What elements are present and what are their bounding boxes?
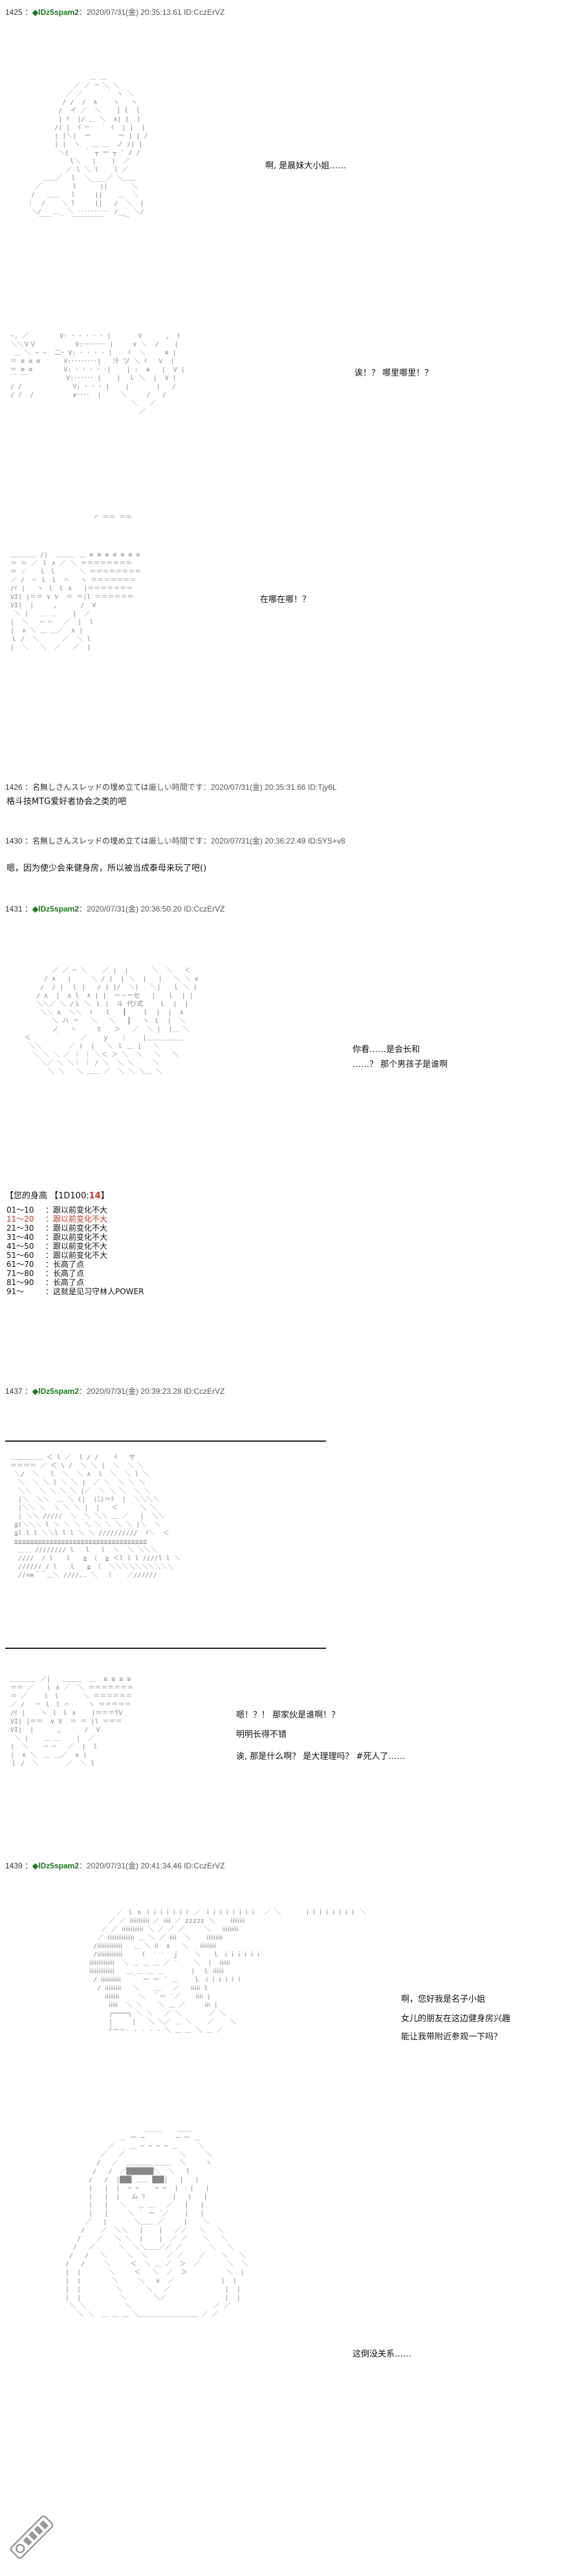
dice-outcome: ：长高了点 [45,1269,85,1278]
ascii-art-2: ~, ／ V: ･ ･ ･ ･ ･ | V , ｲ ＼＼ＶＶ V:･･･････… [10,333,185,416]
post-number[interactable]: 1437 [5,1387,23,1396]
post-meta: ：2020/07/31(金) 20:39:23.28 ID:CczErVZ [78,1387,225,1396]
dice-row: 01～10 ：跟以前变化不大 [6,1205,144,1215]
ascii-art-7: ／ ｌ ∧ ⅰⅰⅰⅰⅰⅰⅰ ／ ⅰⅰⅰⅰⅰⅰⅰⅰ ／ ＼ ⅰⅰⅰⅰⅰⅰⅰⅰ ＼ … [89,1909,367,2034]
dialog-line: 能让我带附近参观一下吗？ [401,2032,503,2042]
divider-top [5,1440,326,1442]
dialog-line: 女儿的朋友在这边健身房兴趣 [401,2014,511,2024]
post-number[interactable]: 1431 [5,904,23,913]
dialog-line: 你看……是会长和 [353,1045,420,1055]
dice-outcome: ：长高了点 [45,1278,85,1287]
ascii-art-4: ／ ／ ⌒ ＼ ／ | | ＼ ＼ ＜ / ∧ | ＼ / | | ＼ | | … [25,967,199,1075]
poster-name: 名無しさんスレッドの埋め立ては [32,836,149,846]
post-meta: ：2020/07/31(金) 20:36:50.20 ID:CczErVZ [78,904,225,913]
dice-outcome: ：跟以前变化不大 [45,1251,108,1260]
dice-outcome: ：跟以前变化不大 [45,1242,108,1251]
ascii-art-1: ＿ ＿ ／ ／ ⌒ ＼ ＼ ／ ／ ｀ ヽ ＼ / / / ∧ ヽ ヽ / イ … [27,74,148,224]
post-number[interactable]: 1425 [5,8,23,17]
dice-outcome: ：跟以前变化不大 [45,1215,108,1224]
dice-row: 91～ ：这就是见习守林人POWER [6,1287,144,1296]
dice-outcome: ：跟以前变化不大 [45,1205,108,1215]
dice-title: 【您的身高 【1D100:14】 [5,1191,109,1201]
post-header: 1425 ：◆lDz5spam2：2020/07/31(金) 20:35:13.… [5,8,225,17]
dice-range: 41～50 [6,1242,34,1251]
dice-range: 01～10 [6,1205,34,1215]
dialog-line: 在哪在哪！？ [260,595,311,605]
dialog-line: 嗯！？！ 那家伙是谁啊！？ [236,1710,340,1720]
poster-name: ◆lDz5spam2 [32,1861,79,1870]
post-header: 1431 ：◆lDz5spam2：2020/07/31(金) 20:36:50.… [5,904,225,913]
dice-row: 61～70 ：长高了点 [6,1260,144,1269]
poster-name: 名無しさんスレッドの埋め立ては [32,783,149,792]
ascii-art-3: ＿＿＿＿ /| ＿＿＿ ＿ ≡ ≡ ≡ ≡ ≡ ≡ ≡ ＝ ＝ ／ ｌ ∧ ／ … [10,552,142,651]
ascii-art-sparks: ⊂ ＝＝ ＝＝ [94,514,133,518]
post-number[interactable]: 1426 [5,783,23,792]
dice-range: 81～90 [6,1278,34,1287]
ascii-art-6: ＿＿＿＿ ／| ＿＿＿ ＿ ≡ ≡ ≡ ≡ ＝＝ ／ ｌ ∧ ／ ＼ ＝＝＝＝＝… [10,1676,134,1767]
dialog-line: 明明长得不错 [236,1730,287,1740]
post-meta: 厳しい時間です：2020/07/31(金) 20:35:31.66 ID:Tjy… [148,783,337,792]
dice-row: 11～20 ：跟以前变化不大 [6,1215,144,1224]
poster-name: ◆lDz5spam2 [32,1387,79,1396]
post-header: 1437 ：◆lDz5spam2：2020/07/31(金) 20:39:23.… [5,1387,225,1396]
dice-row: 31～40 ：跟以前变化不大 [6,1233,144,1242]
site-logo [10,2515,54,2559]
post-number[interactable]: 1439 [5,1861,23,1870]
dice-range: 51～60 [6,1251,34,1260]
dice-range: 61～70 [6,1260,34,1269]
dice-outcome: ：长高了点 [45,1260,85,1269]
dice-result: 14 [89,1191,101,1201]
ascii-art-8: ＿＿＿ ＿＿ ＿ ー ─ ─ ー ＿ ／ ＿ ─ ─ ─ ─ ＿ ＼ ／ ／ ＼… [65,2126,248,2318]
dialog-line: 这倒没关系…… [353,2349,412,2359]
dialog-line: 诶, 那是什么啊？ 是大理理吗？ #死人了…… [236,1752,406,1762]
dice-outcome: ：跟以前变化不大 [45,1224,108,1233]
poster-name: ◆lDz5spam2 [32,904,79,913]
poster-name: ◆lDz5spam2 [32,8,79,17]
dice-range: 91～ [6,1287,25,1296]
dialog-line: 啊，您好我是名子小姐 [401,1995,486,2004]
dice-outcome: ：这就是见习守林人POWER [45,1287,144,1296]
dialog-line: 啊, 是晨妹大小姐…… [265,161,347,171]
dialog-line: 诶！？ 哪里哪里！？ [354,368,433,378]
dice-row: 21～30 ：跟以前变化不大 [6,1224,144,1233]
post-number[interactable]: 1430 [5,836,23,846]
post-header: 1439 ：◆lDz5spam2：2020/07/31(金) 20:41:34.… [5,1861,225,1870]
dice-row: 81～90 ：长高了点 [6,1278,144,1287]
reply-text: 嗯，因为使少会来健身房，所以被当成泰母来玩了吧() [6,864,207,873]
ascii-art-5: ＿＿＿＿＿ ＜ l ／ l / / ｲ ヤ ＝＝＝＝ ／ ＜ \ / ＼ ＼ |… [10,1454,180,1579]
post-header: 1430 ：名無しさんスレッドの埋め立ては厳しい時間です：2020/07/31(… [5,836,345,846]
dice-range: 71～80 [6,1269,34,1278]
divider-bottom [5,1648,326,1649]
dice-range: 11～20 [6,1215,34,1224]
dice-outcome: ：跟以前变化不大 [45,1233,108,1242]
dice-row: 71～80 ：长高了点 [6,1269,144,1278]
post-meta: 厳しい時間です：2020/07/31(金) 20:36:22.49 ID:5YS… [148,836,345,846]
dice-row: 41～50 ：跟以前变化不大 [6,1242,144,1251]
post-header: 1426 ：名無しさんスレッドの埋め立ては厳しい時間です：2020/07/31(… [5,783,337,792]
dice-range: 31～40 [6,1233,34,1242]
dialog-line: ……？ 那个男孩子是谁啊 [353,1060,448,1070]
dice-row: 51～60 ：跟以前变化不大 [6,1251,144,1260]
post-meta: ：2020/07/31(金) 20:41:34.46 ID:CczErVZ [78,1861,225,1870]
dice-range: 21～30 [6,1224,34,1233]
post-meta: ：2020/07/31(金) 20:35:13.61 ID:CczErVZ [78,8,225,17]
reply-text: 格斗技MTG爱好者协会之类的吧 [6,797,127,807]
